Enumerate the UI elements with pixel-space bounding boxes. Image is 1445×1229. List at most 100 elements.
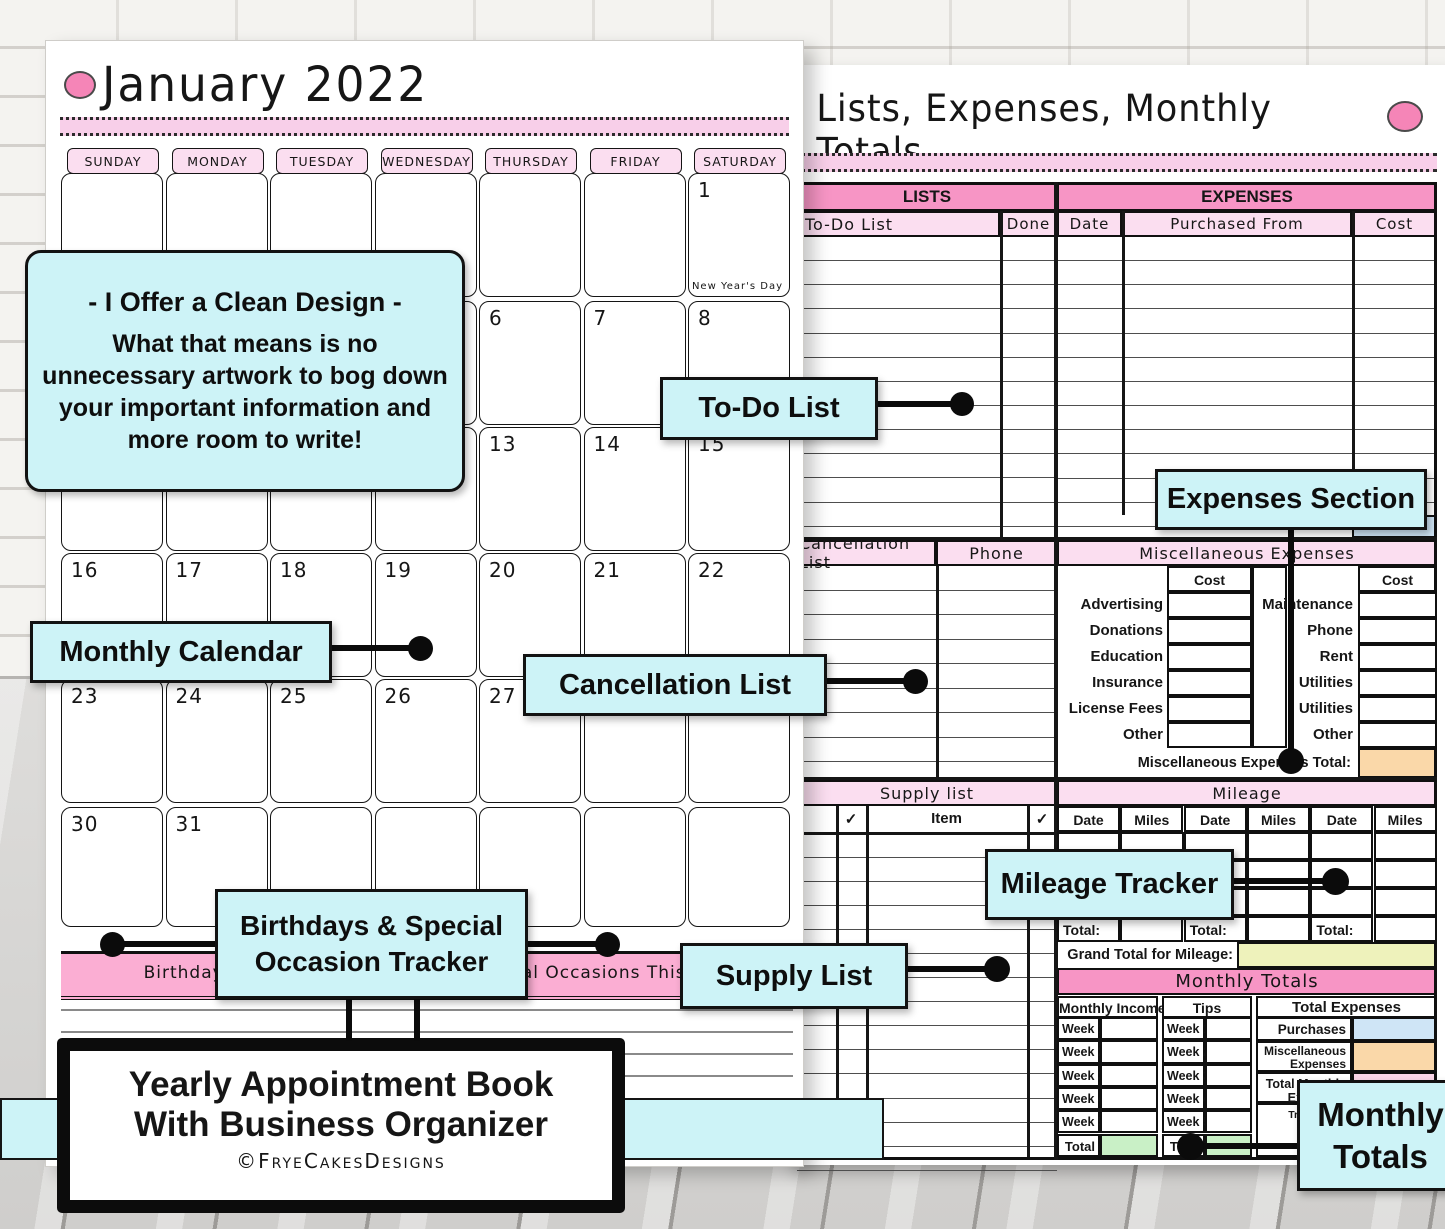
date-column-header: Date — [1057, 211, 1122, 237]
tracker-line — [61, 1031, 793, 1033]
cancellation-connector-line — [821, 678, 913, 684]
monthly-totals-callout: Monthly Totals — [1297, 1080, 1445, 1191]
supply-item-header: Item — [931, 810, 962, 827]
mileage-tracker-callout: Mileage Tracker — [985, 849, 1234, 920]
calendar-cell — [479, 173, 581, 297]
calendar-cell: 13 — [479, 427, 581, 551]
tips-week-cell — [1205, 1040, 1252, 1064]
mileage-total-cell — [1120, 916, 1184, 942]
tips-week-cell — [1205, 1086, 1252, 1111]
ruled-line — [797, 858, 1057, 883]
expenses-section-header: EXPENSES — [1057, 182, 1437, 211]
expenses-section-callout: Expenses Section — [1155, 469, 1427, 530]
section-divider-2 — [797, 777, 1437, 780]
weekday-header-monday: MONDAY — [171, 148, 264, 174]
ruled-line — [1057, 285, 1437, 310]
purchases-value-cell — [1352, 1017, 1437, 1041]
birthdays-connector-drop-2 — [414, 999, 420, 1041]
mileage-connector-line — [1228, 878, 1332, 884]
ruled-line — [797, 615, 1057, 640]
misc-label-right: Utilities — [1298, 674, 1353, 691]
ruled-line — [1057, 237, 1437, 262]
mileage-cell — [1246, 888, 1311, 916]
tips-week-label: Week 5 — [1162, 1110, 1210, 1134]
ruled-line — [797, 640, 1057, 665]
supply-check-header-1: ✓ — [844, 811, 858, 828]
income-week-label: Week 4 — [1057, 1086, 1105, 1111]
total-expenses-header: Total Expenses — [1256, 996, 1437, 1018]
misc-cost-cell-left — [1167, 618, 1252, 644]
ruled-line — [797, 261, 1057, 286]
ruled-line — [797, 738, 1057, 763]
product-title-box: Yearly Appointment Book With Business Or… — [57, 1038, 625, 1213]
ruled-line — [797, 954, 1057, 979]
day-number: 20 — [489, 558, 517, 582]
mileage-connector-dot — [1322, 868, 1349, 895]
day-number: 23 — [71, 684, 99, 708]
misc-cost-cell-left — [1167, 644, 1252, 670]
ruled-line — [1057, 334, 1437, 358]
misc-cost-cell-right — [1358, 696, 1437, 722]
misc-label-right: Phone — [1307, 622, 1353, 639]
monthly-totals-connector-line — [1193, 1143, 1297, 1149]
birthdays-connector-dot-left — [100, 932, 125, 957]
misc-label-left: Advertising — [1080, 596, 1163, 613]
ruled-line — [797, 713, 1057, 738]
todo-list-callout: To-Do List — [660, 377, 878, 440]
clean-design-title: - I Offer a Clean Design - — [88, 286, 402, 317]
income-total-label: Total — [1057, 1133, 1100, 1157]
misc-cost-cell-right — [1358, 722, 1437, 748]
income-week-label: Week 2 — [1057, 1040, 1105, 1064]
tips-week-label: Week 1 — [1162, 1017, 1210, 1041]
dotted-divider — [60, 117, 789, 136]
tips-week-label: Week 4 — [1162, 1086, 1210, 1111]
table-center-divider — [1054, 182, 1058, 1160]
misc-label-right: Other — [1312, 726, 1353, 743]
brand-credit: ©FryeCakesDesigns — [236, 1149, 446, 1173]
misc-cost-cell-left — [1167, 670, 1252, 696]
calendar-connector-dot — [408, 636, 433, 661]
income-week-cell — [1100, 1017, 1158, 1041]
date-column-divider — [1122, 211, 1125, 515]
day-number: 31 — [175, 812, 203, 836]
supply-divider-3 — [1027, 806, 1030, 1157]
mileage-cell — [1246, 832, 1311, 860]
ruled-line — [797, 1026, 1057, 1051]
ruled-line — [1057, 261, 1437, 286]
weekday-header-saturday: SATURDAY — [694, 148, 786, 174]
ruled-line — [797, 430, 1057, 455]
tips-week-label: Week 2 — [1162, 1040, 1210, 1064]
ruled-line — [797, 1147, 1057, 1171]
calendar-cell — [583, 807, 686, 927]
mileage-date-header: Date — [1057, 806, 1120, 832]
calendar-cell: 23 — [61, 679, 163, 803]
misc-gap-column — [1252, 566, 1287, 748]
clean-design-callout: - I Offer a Clean Design - What that mea… — [25, 250, 465, 492]
purchases-row-label-cell: Purchases — [1256, 1017, 1352, 1041]
mileage-date-header: Date — [1183, 806, 1247, 832]
lists-section-header: LISTS — [797, 182, 1057, 211]
misc-cost-header-right: Cost — [1358, 566, 1437, 592]
tips-week-cell — [1205, 1063, 1252, 1087]
weekday-header-friday: FRIDAY — [589, 148, 682, 174]
day-number: 30 — [71, 812, 99, 836]
todo-list-header: To-Do List — [797, 211, 1000, 237]
supply-list-callout: Supply List — [680, 943, 908, 1009]
misc-cost-cell-right — [1358, 644, 1437, 670]
income-week-label: Week 5 — [1057, 1110, 1105, 1134]
cost-column-divider — [1352, 211, 1355, 515]
day-number: 18 — [280, 558, 308, 582]
misc-label-left: Insurance — [1092, 674, 1163, 691]
misc-total-cell — [1358, 748, 1437, 778]
ruled-line — [797, 1123, 1057, 1147]
misc-label-left: License Fees — [1068, 700, 1163, 717]
ruled-line — [797, 1050, 1057, 1075]
income-week-cell — [1100, 1110, 1158, 1134]
calendar-page-title: January 2022 — [102, 57, 429, 113]
cost-column-header: Cost — [1352, 211, 1437, 237]
day-number: 21 — [593, 558, 621, 582]
birthdays-connector-drop-1 — [346, 999, 352, 1041]
day-number: 6 — [489, 306, 503, 330]
day-number: 14 — [593, 432, 621, 456]
product-title-line1: Yearly Appointment Book — [128, 1065, 554, 1104]
